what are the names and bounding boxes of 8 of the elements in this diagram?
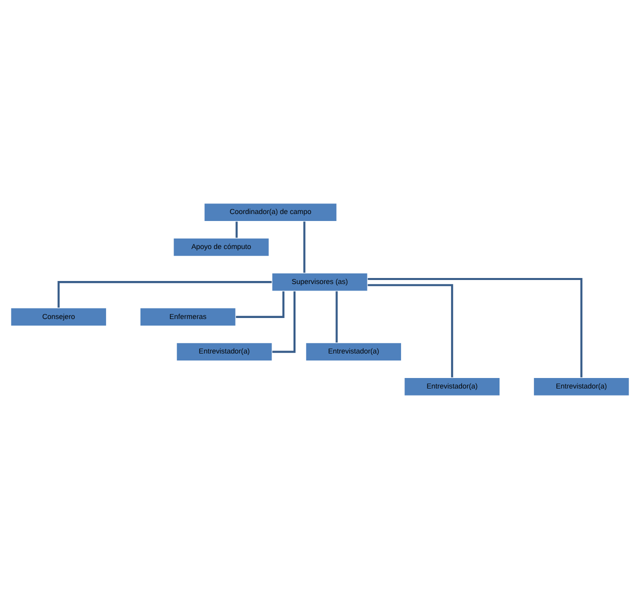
connector: [236, 291, 284, 318]
connector: [336, 291, 338, 343]
connector: [303, 222, 306, 273]
connector: [368, 284, 454, 378]
connector: [272, 291, 296, 353]
connector: [58, 281, 272, 308]
connector: [368, 278, 582, 378]
connector: [236, 222, 238, 238]
